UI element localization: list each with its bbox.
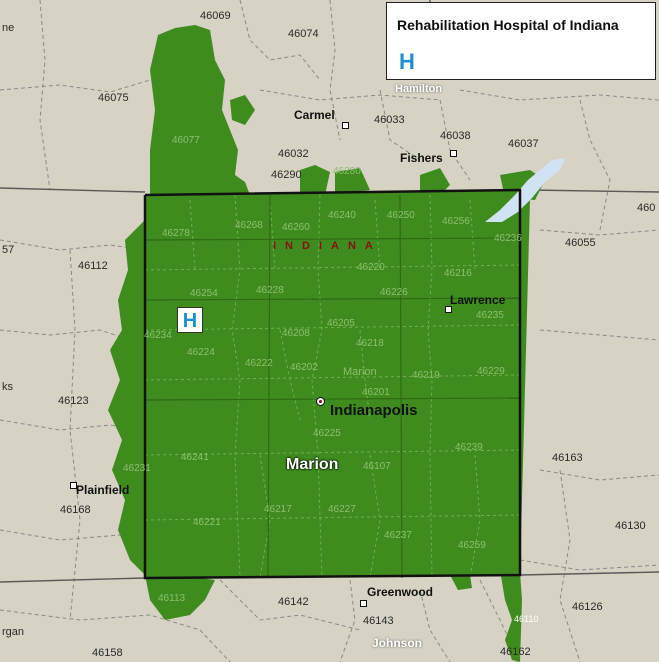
zip-46228: 46228 — [256, 285, 284, 296]
zip-46226: 46226 — [380, 287, 408, 298]
service-area — [108, 25, 545, 662]
zip-46221: 46221 — [193, 517, 221, 528]
zip-46240: 46240 — [328, 210, 356, 221]
zip-46278: 46278 — [162, 228, 190, 239]
legend-title: Rehabilitation Hospital of Indiana — [397, 17, 619, 33]
marion-county-boundary — [143, 188, 522, 580]
city-indianapolis: Indianapolis — [330, 402, 418, 419]
greenwood-point-icon — [360, 600, 367, 607]
city-greenwood: Greenwood — [367, 585, 434, 599]
zip-46268: 46268 — [235, 220, 263, 231]
zip-46038: 46038 — [440, 130, 471, 142]
zip-46227: 46227 — [328, 504, 356, 515]
zip-46229: 46229 — [477, 366, 505, 377]
inside-zip-boundaries — [144, 194, 521, 579]
township-boundaries — [144, 194, 521, 579]
zip-46075: 46075 — [98, 92, 129, 104]
zip-46237: 46237 — [384, 530, 412, 541]
zip-46280: 46280 — [333, 166, 361, 177]
state-label: INDIANA — [273, 240, 382, 252]
zip-46241: 46241 — [181, 452, 209, 463]
zip-46260: 46260 — [282, 222, 310, 233]
zip-46256: 46256 — [442, 216, 470, 227]
zip-46069: 46069 — [200, 10, 231, 22]
zip-46239: 46239 — [455, 442, 483, 453]
indianapolis-capital-icon — [316, 397, 325, 406]
hospital-marker[interactable]: H — [177, 307, 203, 333]
edge-label-bottom-left: rgan — [2, 626, 25, 638]
zip-46055: 46055 — [565, 237, 596, 249]
zip-46032: 46032 — [278, 148, 309, 160]
fishers-point-icon — [450, 150, 457, 157]
zip-460-partial: 460 — [637, 202, 656, 214]
zip-46220: 46220 — [357, 262, 385, 273]
plainfield-point-icon — [70, 482, 77, 489]
carmel-point-icon — [342, 122, 349, 129]
zip-46236: 46236 — [494, 233, 522, 244]
zip-46126: 46126 — [572, 601, 603, 613]
city-lawrence: Lawrence — [450, 293, 506, 307]
zip-46222: 46222 — [245, 358, 273, 369]
city-carmel: Carmel — [294, 108, 335, 122]
zip-57-partial: 57 — [2, 244, 15, 256]
zip-46205: 46205 — [327, 318, 355, 329]
zip-46219: 46219 — [412, 370, 440, 381]
zip-46201: 46201 — [362, 387, 390, 398]
zip-46123: 46123 — [58, 395, 89, 407]
zip-46290: 46290 — [271, 169, 302, 181]
zip-46142: 46142 — [278, 596, 309, 608]
zip-46113: 46113 — [158, 593, 186, 604]
zip-46225: 46225 — [313, 428, 341, 439]
city-plainfield: Plainfield — [76, 483, 130, 497]
zip-46110: 46110 — [514, 614, 539, 624]
city-fishers: Fishers — [400, 151, 443, 165]
zip-46112: 46112 — [78, 260, 108, 272]
county-label-marion-small: Marion — [343, 366, 377, 378]
zip-46107: 46107 — [363, 461, 391, 472]
zip-46218: 46218 — [356, 338, 384, 349]
legend-panel: Rehabilitation Hospital of Indiana H — [386, 2, 656, 80]
lawrence-point-icon — [445, 306, 452, 313]
county-label-johnson: Johnson — [372, 636, 422, 650]
zip-46208: 46208 — [282, 328, 310, 339]
zip-46235: 46235 — [476, 310, 504, 321]
county-label-marion: Marion — [286, 456, 339, 473]
zip-46217: 46217 — [264, 504, 292, 515]
county-label-hamilton: Hamilton — [395, 83, 443, 95]
zip-46158: 46158 — [92, 647, 123, 659]
zip-46162: 46162 — [500, 646, 531, 658]
zip-46143: 46143 — [363, 615, 394, 627]
zip-46074: 46074 — [288, 28, 319, 40]
zip-46254: 46254 — [190, 288, 218, 299]
zip-46037: 46037 — [508, 138, 539, 150]
zip-46163: 46163 — [552, 452, 583, 464]
hospital-icon: H — [399, 49, 415, 74]
zip-46202: 46202 — [290, 362, 318, 373]
zip-46259: 46259 — [458, 540, 486, 551]
edge-label-top-left: ne — [2, 22, 15, 34]
zip-46077: 46077 — [172, 135, 200, 146]
edge-label-left: ks — [2, 381, 13, 393]
zip-46224: 46224 — [187, 347, 215, 358]
zip-46033: 46033 — [374, 114, 405, 126]
zip-46234: 46234 — [144, 330, 172, 341]
zip-46250: 46250 — [387, 210, 415, 221]
zip-46130: 46130 — [615, 520, 646, 532]
geist-reservoir — [485, 158, 565, 222]
zip-46231: 46231 — [123, 463, 151, 474]
zip-46216: 46216 — [444, 268, 472, 279]
zip-46168: 46168 — [60, 504, 91, 516]
